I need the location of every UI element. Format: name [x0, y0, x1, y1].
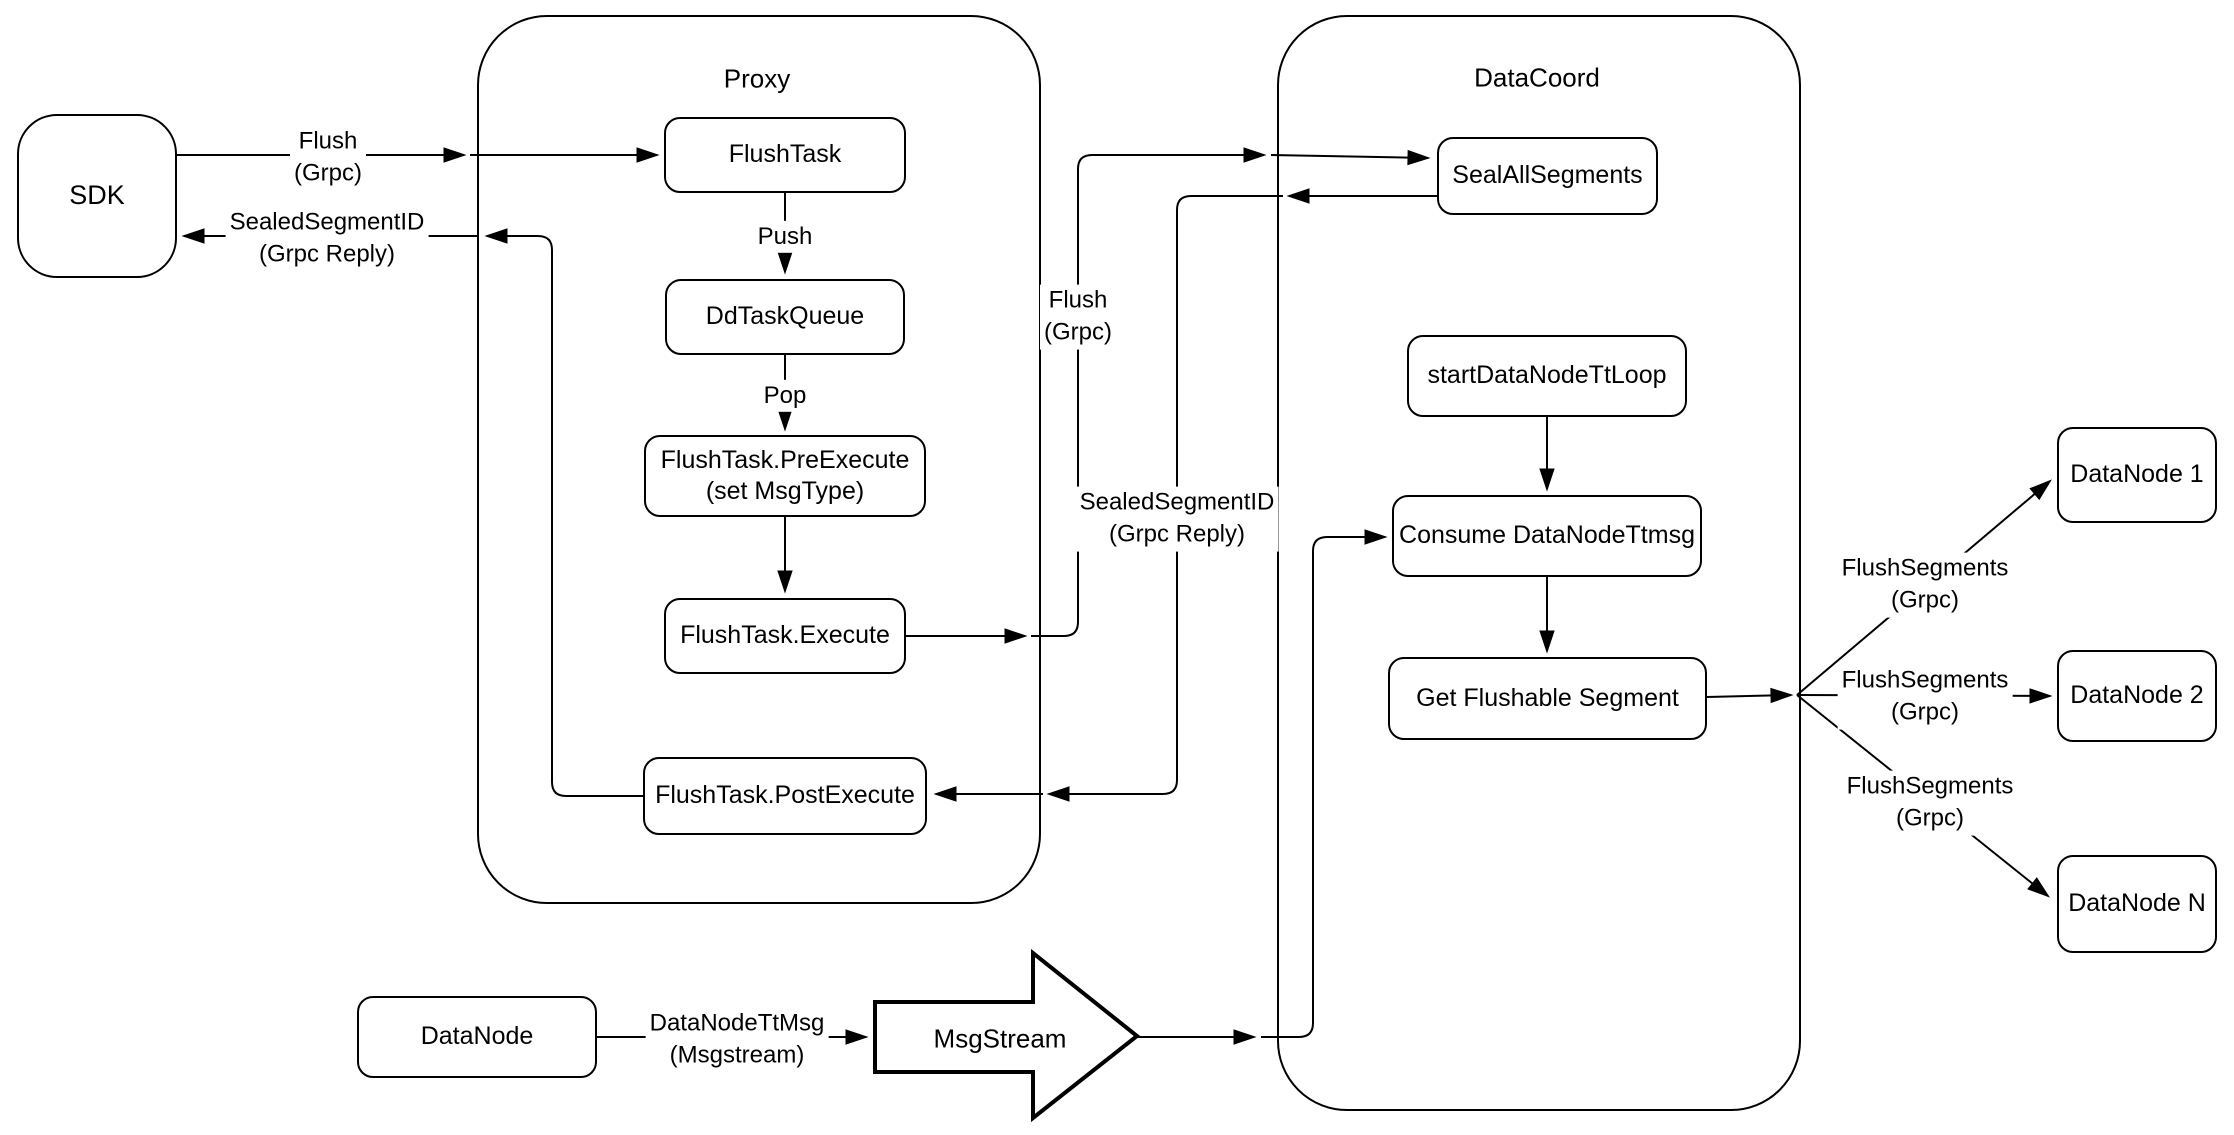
- label-sealed-segment-id-sdk: SealedSegmentID (Grpc Reply): [225, 206, 429, 272]
- node-flush-task-execute: FlushTask.Execute: [664, 598, 906, 674]
- node-get-flushable-segment: Get Flushable Segment: [1388, 657, 1707, 740]
- node-start-datanode-tt-loop: startDataNodeTtLoop: [1407, 335, 1687, 417]
- msgstream-label: MsgStream: [933, 1023, 1067, 1054]
- label-pop: Pop: [759, 379, 811, 413]
- label-flush-segments-1: FlushSegments (Grpc): [1837, 552, 2013, 618]
- edge-getflushable-to-border: [1706, 687, 1794, 704]
- node-datanode-2: DataNode 2: [2057, 650, 2217, 742]
- label-sealed-segment-id-datacoord: SealedSegmentID (Grpc Reply): [1075, 486, 1279, 552]
- node-flush-task-pre-execute: FlushTask.PreExecute (set MsgType): [644, 435, 926, 517]
- proxy-container-title: Proxy: [723, 63, 791, 94]
- msgstream-arrow-shape: [873, 948, 1141, 1123]
- node-seal-all-segments: SealAllSegments: [1437, 137, 1658, 215]
- node-dd-task-queue: DdTaskQueue: [665, 279, 905, 355]
- edge-execute-to-sealallsegments: [906, 147, 1431, 644]
- node-flush-task-post-execute: FlushTask.PostExecute: [643, 757, 927, 835]
- label-flush-grpc-datacoord: Flush (Grpc): [1040, 284, 1116, 350]
- label-push: Push: [753, 220, 817, 254]
- node-sdk: SDK: [17, 114, 177, 278]
- label-flush-segments-3: FlushSegments (Grpc): [1842, 770, 2018, 836]
- edge-postexecute-to-sdk: [181, 228, 643, 797]
- node-datanode-1: DataNode 1: [2057, 427, 2217, 523]
- datacoord-container: [1277, 15, 1801, 1111]
- proxy-container: [477, 15, 1041, 904]
- edge-msgstream-to-consume: [1137, 529, 1388, 1045]
- datacoord-container-title: DataCoord: [1474, 62, 1600, 93]
- label-datanode-ttmsg: DataNodeTtMsg (Msgstream): [645, 1007, 829, 1073]
- label-flush-segments-2: FlushSegments (Grpc): [1837, 664, 2013, 730]
- label-flush-grpc-sdk: Flush (Grpc): [290, 125, 366, 191]
- node-datanode-n: DataNode N: [2057, 855, 2217, 953]
- node-consume-datanode-ttmsg: Consume DataNodeTtmsg: [1392, 495, 1702, 577]
- node-datanode: DataNode: [357, 996, 597, 1078]
- node-flush-task: FlushTask: [664, 117, 906, 193]
